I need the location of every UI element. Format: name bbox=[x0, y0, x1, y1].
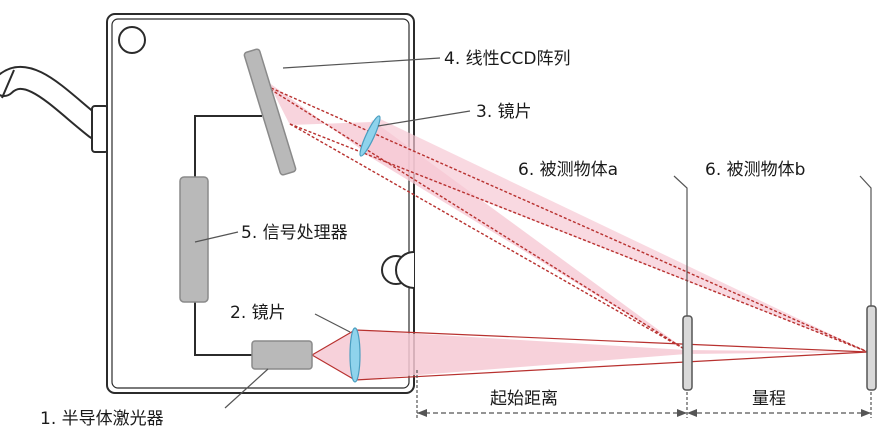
lens-3 bbox=[359, 115, 381, 157]
label-laser-diode: 1. 半导体激光器 bbox=[40, 409, 164, 429]
ccd-focus-region bbox=[268, 82, 372, 150]
leader-lines bbox=[194, 57, 872, 409]
linear-ccd-array bbox=[243, 48, 297, 176]
measured-object-a bbox=[682, 315, 693, 391]
label-object-a: 6. 被测物体a bbox=[518, 160, 618, 180]
lens-2 bbox=[349, 327, 361, 383]
measured-object-b bbox=[866, 305, 877, 391]
label-signal-processor: 5. 信号处理器 bbox=[241, 223, 348, 243]
label-lens-3: 3. 镜片 bbox=[476, 102, 532, 122]
label-lens-2: 2. 镜片 bbox=[230, 303, 286, 323]
dimension-line bbox=[416, 370, 872, 418]
label-range: 量程 bbox=[752, 389, 786, 409]
beam-lines bbox=[261, 83, 869, 381]
label-start-distance: 起始距离 bbox=[490, 389, 558, 409]
beam-regions bbox=[268, 82, 868, 380]
reflected-beam-b bbox=[366, 118, 868, 352]
label-ccd-array: 4. 线性CCD阵列 bbox=[444, 49, 570, 69]
emitted-beam bbox=[312, 330, 868, 380]
cable bbox=[0, 66, 109, 153]
laser-diode bbox=[251, 340, 313, 370]
label-object-b: 6. 被测物体b bbox=[705, 160, 805, 180]
mounting-hole-top bbox=[118, 26, 146, 54]
